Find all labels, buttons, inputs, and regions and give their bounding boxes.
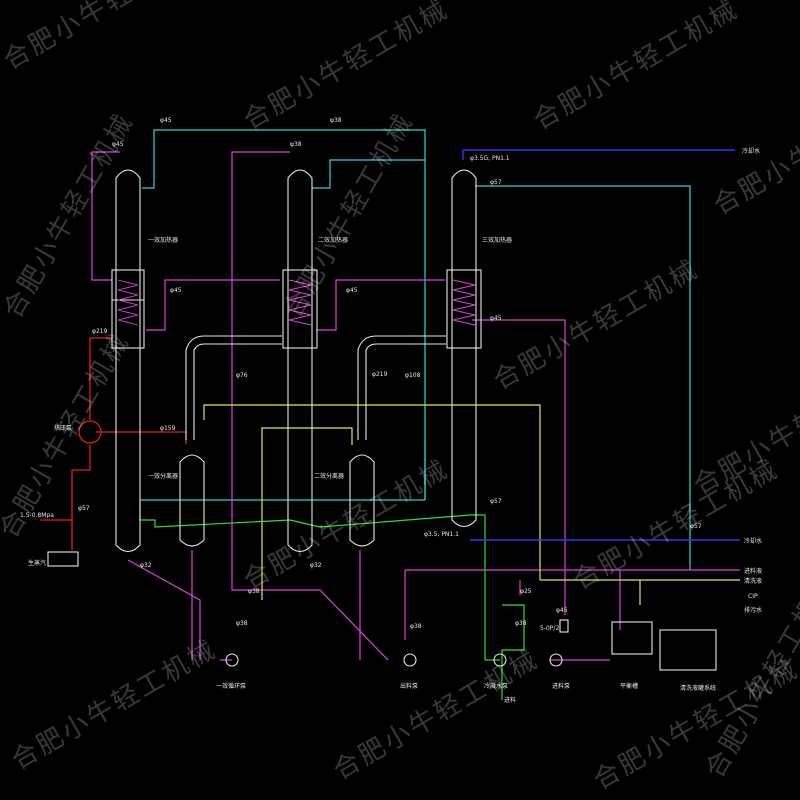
pipe-label-18: φ38	[236, 620, 248, 627]
yellow-lines	[203, 404, 740, 605]
pipe-label-4: φ38	[290, 141, 302, 148]
pipe-label-11: φ159	[160, 425, 176, 432]
pipe-label-12: φ57	[78, 505, 90, 512]
label-out5: CIP	[748, 593, 758, 600]
heater-coils	[117, 279, 476, 326]
watermark-12: 合肥小牛轻工机械	[7, 634, 223, 776]
label-effect1: 一效加热器	[148, 236, 178, 244]
label-tank: 平衡槽	[620, 682, 638, 690]
separator1	[179, 454, 205, 547]
label-cip-unit: 清洗液罐系统	[680, 684, 716, 692]
pipe-label-22: φ38	[515, 620, 527, 627]
pipe-label-5: φ57	[490, 179, 502, 186]
feed-tank	[611, 621, 653, 655]
pipe-label-1: φ45	[160, 117, 172, 124]
diagram-labels: 一效加热器 二效加热器 三效加热器 一效分离器 二效分离器 一效循环泵 出料泵 …	[20, 117, 762, 704]
effect2-heater	[282, 269, 318, 349]
watermark-10: 合肥小牛轻工机械	[239, 454, 455, 596]
cip-unit	[659, 629, 717, 671]
effect3-heater	[446, 269, 482, 349]
green-lines	[140, 514, 525, 700]
pipe-label-9: φ219	[92, 328, 108, 335]
label-effect3: 三效加热器	[482, 236, 512, 244]
label-pump2: 出料泵	[400, 682, 418, 690]
pipe-label-19: φ38	[248, 588, 260, 595]
effect2-column	[287, 169, 313, 553]
pipe-label-23: φ76	[236, 372, 248, 379]
cyan-lines	[139, 129, 691, 570]
pump2	[403, 653, 417, 667]
pump1	[225, 653, 239, 667]
watermark-3: 合肥小牛轻工机械	[529, 0, 745, 136]
pump4	[549, 653, 563, 667]
watermark-4: 合肥小牛轻工机械	[0, 108, 140, 324]
label-sep2: 二效分离器	[314, 472, 344, 480]
watermark-2: 合肥小牛轻工机械	[239, 0, 455, 136]
label-pressure-sm: 5-0P/2	[540, 625, 559, 632]
pipe-label-7: φ45	[346, 287, 358, 294]
pipe-label-6: φ45	[170, 287, 182, 294]
condensate-tank	[47, 551, 79, 567]
pipe-label-21: φ45	[556, 607, 568, 614]
effect3-column	[451, 169, 477, 528]
label-out2: 冷却水	[744, 537, 762, 545]
label-effect2: 二效加热器	[318, 236, 348, 244]
label-thermocompressor: 热压泵	[54, 424, 72, 432]
label-pipe-bottom: φ3.5, PN1.1	[424, 531, 459, 538]
watermark-1: 合肥小牛轻工机械	[0, 0, 214, 76]
label-steam-pressure: 1.5-0.8Mpa	[20, 512, 54, 519]
separator2	[349, 454, 375, 547]
pump3	[493, 653, 507, 667]
label-out1: 冷却水	[742, 147, 760, 155]
pipe-label-13: φ57	[490, 498, 502, 505]
label-pump4: 进料泵	[552, 682, 570, 690]
pipe-label-15: φ32	[140, 562, 152, 569]
label-pump3: 冷凝水泵	[484, 682, 508, 690]
label-out3: 进料液	[744, 567, 762, 575]
pipe-label-20: φ25	[520, 588, 532, 595]
watermark-6: 合肥小牛轻工机械	[489, 254, 705, 396]
pipe-label-8: φ45	[490, 315, 502, 322]
pipe-label-16: φ32	[310, 562, 322, 569]
label-steam-in: 生蒸汽	[28, 559, 46, 567]
label-pump1: 一效循环泵	[216, 682, 246, 690]
effect1-heater	[111, 269, 145, 349]
equipment	[47, 169, 717, 671]
blue-lines	[462, 149, 740, 541]
label-out4: 清洗液	[744, 577, 762, 585]
magenta-lines	[91, 151, 740, 661]
label-out6: 排污水	[744, 606, 762, 614]
pipe-label-24: φ108	[405, 372, 421, 379]
label-pipe-top: φ3.5G, PN1.1	[470, 155, 510, 162]
watermark-13: 合肥小牛轻工机械	[329, 644, 545, 786]
pipe-label-2: φ38	[330, 117, 342, 124]
pipe-label-10: φ219	[372, 371, 388, 378]
pipe-label-17: φ38	[410, 623, 422, 630]
pipe-label-14: φ57	[690, 523, 702, 530]
pipe-label-3: φ45	[112, 141, 124, 148]
label-sep1: 一效分离器	[148, 472, 178, 480]
label-feed: 进料	[504, 696, 516, 704]
effect1-column	[115, 169, 141, 553]
